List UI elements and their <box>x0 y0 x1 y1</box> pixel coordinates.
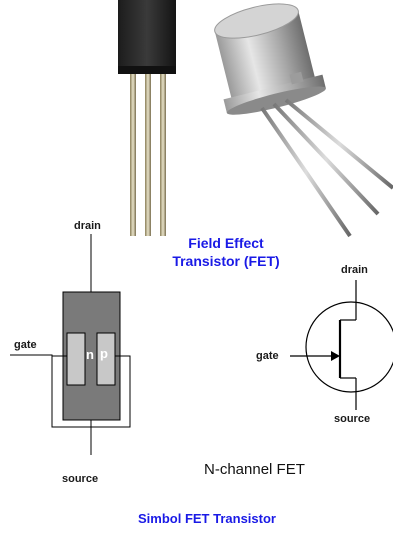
symbol-drain-label: drain <box>341 264 368 277</box>
metal-can-transistor-photo <box>204 0 393 236</box>
n-region <box>67 333 85 385</box>
bottom-caption: Simbol FET Transistor <box>138 511 276 527</box>
symbol-gate-arrow <box>331 351 340 361</box>
symbol-source-label: source <box>334 413 370 426</box>
structure-drain-label: drain <box>74 220 101 233</box>
to92-transistor-photo <box>118 0 176 236</box>
n-region-label: n <box>86 348 94 361</box>
fet-symbol <box>290 280 393 410</box>
title-line-2: Transistor (FET) <box>146 252 306 270</box>
channel-caption: N-channel FET <box>204 463 305 476</box>
structure-gate-label: gate <box>14 339 37 352</box>
title-line-1: Field Effect <box>170 234 282 252</box>
symbol-gate-label: gate <box>256 350 279 363</box>
p-region-label: p <box>100 347 108 360</box>
structure-source-label: source <box>62 473 98 486</box>
